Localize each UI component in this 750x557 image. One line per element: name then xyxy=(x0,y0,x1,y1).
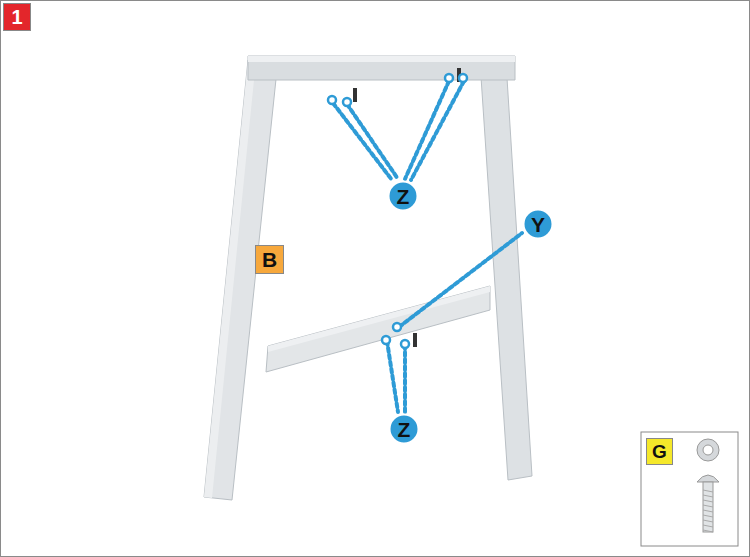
label-text: B xyxy=(262,249,277,270)
part-label: G xyxy=(646,438,673,465)
mounting-bracket xyxy=(353,68,461,347)
label-text: Y xyxy=(531,214,545,235)
part-label: B xyxy=(255,245,284,274)
screw-point xyxy=(328,74,467,348)
washer-icon xyxy=(697,439,719,461)
a-frame-leg xyxy=(204,56,532,500)
step-number: 1 xyxy=(3,3,31,31)
leader-line xyxy=(333,81,522,412)
part-callout: Y xyxy=(522,208,554,240)
label-text: Z xyxy=(397,186,410,207)
label-text: 1 xyxy=(11,7,22,27)
bolt-icon xyxy=(697,475,719,532)
part-callout: Z xyxy=(387,180,419,212)
label-text: G xyxy=(652,442,667,461)
label-text: Z xyxy=(398,419,411,440)
part-callout: Z xyxy=(388,413,420,445)
hardware-box xyxy=(641,432,738,546)
